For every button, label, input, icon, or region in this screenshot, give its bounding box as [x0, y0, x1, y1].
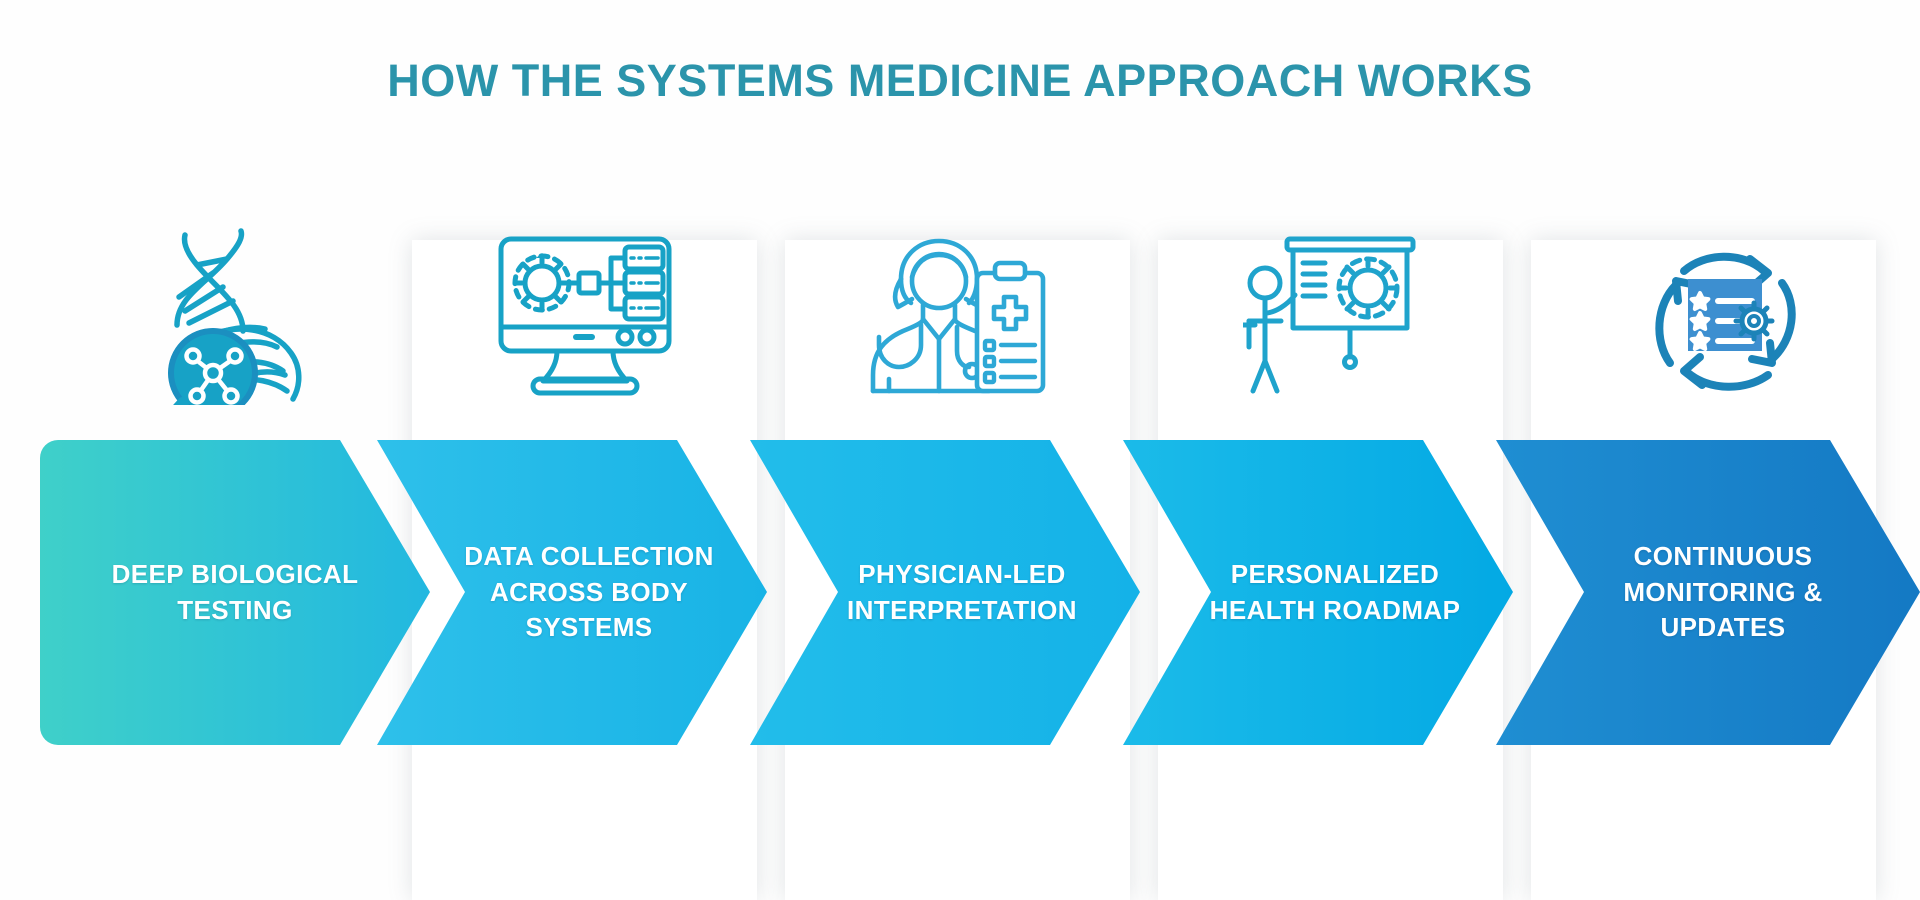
- process-step-3[interactable]: PHYSICIAN-LED INTERPRETATION: [750, 0, 1140, 900]
- monitor-servers-gear-icon: [412, 225, 757, 405]
- step-banner-4[interactable]: PERSONALIZED HEALTH ROADMAP: [1123, 440, 1513, 745]
- step-label-4: PERSONALIZED HEALTH ROADMAP: [1209, 558, 1461, 625]
- step-label-2: DATA COLLECTION ACROSS BODY SYSTEMS: [464, 540, 714, 643]
- dna-magnifier-icon: [0, 225, 420, 405]
- process-step-2[interactable]: DATA COLLECTION ACROSS BODY SYSTEMS: [377, 0, 767, 900]
- step-label-5: CONTINUOUS MONITORING & UPDATES: [1623, 540, 1823, 643]
- process-step-5[interactable]: CONTINUOUS MONITORING & UPDATES: [1496, 0, 1920, 900]
- presenter-board-gear-icon: [1158, 225, 1503, 405]
- doctor-clipboard-icon: [785, 225, 1130, 405]
- refresh-cycle-checklist-icon: [1531, 225, 1920, 405]
- step-banner-3[interactable]: PHYSICIAN-LED INTERPRETATION: [750, 440, 1140, 745]
- step-banner-2[interactable]: DATA COLLECTION ACROSS BODY SYSTEMS: [377, 440, 767, 745]
- page-title: HOW THE SYSTEMS MEDICINE APPROACH WORKS: [387, 55, 1533, 106]
- step-label-3: PHYSICIAN-LED INTERPRETATION: [847, 558, 1077, 625]
- chevron-shape: [40, 440, 430, 745]
- step-banner-1[interactable]: DEEP BIOLOGICAL TESTING: [40, 440, 430, 745]
- step-banner-5[interactable]: CONTINUOUS MONITORING & UPDATES: [1496, 440, 1920, 745]
- process-step-1[interactable]: DEEP BIOLOGICAL TESTING: [0, 0, 430, 900]
- process-step-4[interactable]: PERSONALIZED HEALTH ROADMAP: [1123, 0, 1513, 900]
- step-label-1: DEEP BIOLOGICAL TESTING: [111, 558, 359, 625]
